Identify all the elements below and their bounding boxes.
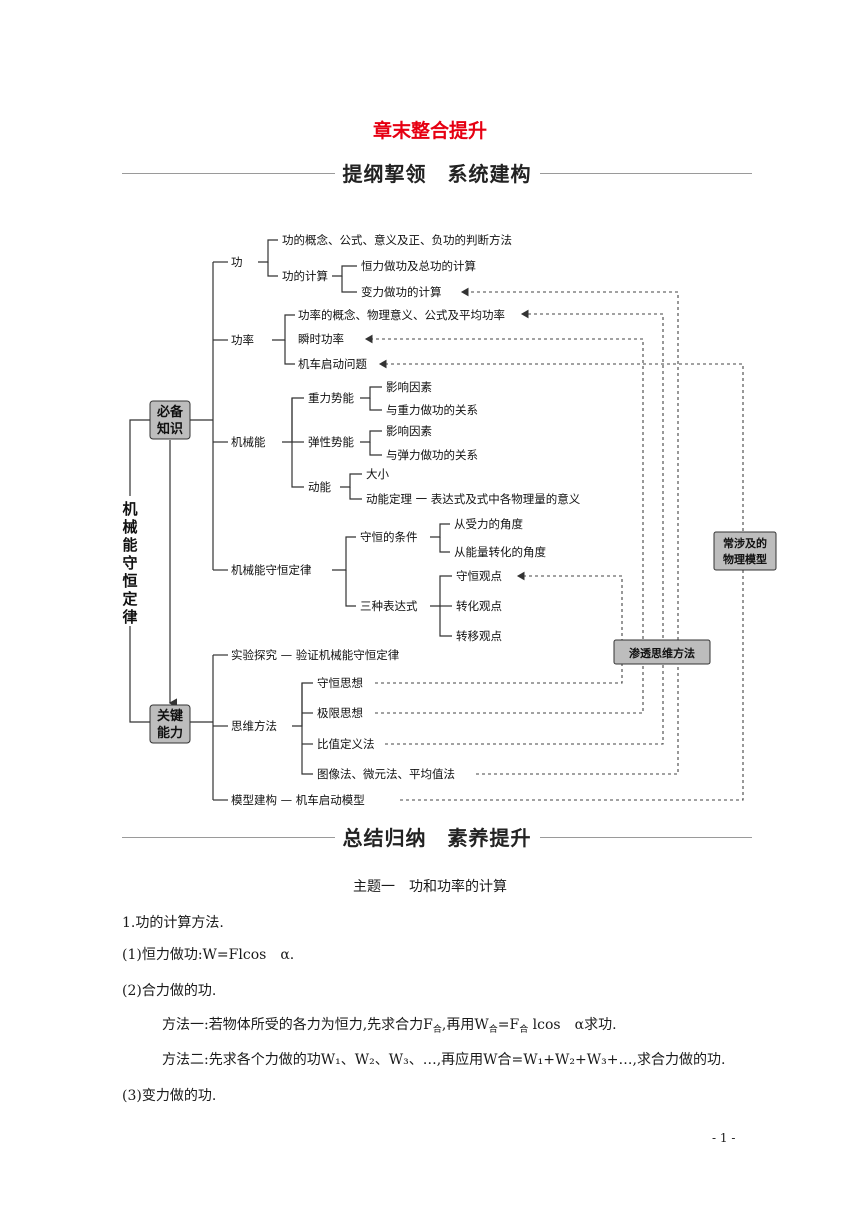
node-power-concept: 功率的概念、物理意义、公式及平均功率 xyxy=(298,308,505,322)
box-ability: 关键 能力 xyxy=(149,704,191,744)
root-label-char: 械 xyxy=(122,518,137,536)
node-experiment: 实验探究 — 验证机械能守恒定律 xyxy=(231,648,400,662)
section-band-1: 提纲挈领 系统建构 xyxy=(122,158,752,188)
node-conservation-cond: 守恒的条件 xyxy=(360,530,418,544)
root-label-char: 机 xyxy=(122,500,137,518)
node-work-calc: 功的计算 xyxy=(282,269,328,283)
node-mech: 机械能 xyxy=(231,435,266,449)
node-think-limit: 极限思想 xyxy=(317,706,363,720)
box-ability-line2: 能力 xyxy=(157,725,183,741)
node-cond-force: 从受力的角度 xyxy=(454,517,523,531)
node-kinetic-theorem: 动能定理 一 表达式及式中各物理量的意义 xyxy=(366,492,581,506)
node-work: 功 xyxy=(231,255,243,269)
root-label-char: 能 xyxy=(122,536,137,554)
node-model: 模型建构 — 机车启动模型 xyxy=(231,793,365,807)
node-power: 功率 xyxy=(231,333,254,347)
paragraph-4-sub-1: 合 xyxy=(432,1025,442,1035)
box-models-line2: 物理模型 xyxy=(723,552,767,566)
paragraph-4: 方法一:若物体所受的各力为恒力,先求合力F合,再用W合=F合 lcos α求功. xyxy=(162,1015,617,1040)
paragraph-4-part-d: lcos α求功. xyxy=(528,1017,617,1033)
paragraph-4-part-a: 方法一:若物体所受的各力为恒力,先求合力F xyxy=(162,1017,433,1033)
section-band-2: 总结归纳 素养提升 xyxy=(122,822,752,852)
node-think-conserve: 守恒思想 xyxy=(317,676,363,690)
node-conservation: 机械能守恒定律 xyxy=(231,563,312,577)
page-title: 章末整合提升 xyxy=(372,120,487,142)
knowledge-map-diagram: 必备 知识 关键 能力 常涉及的 物理模型 渗透思维方法 机械能守恒定律 功 功… xyxy=(116,233,777,807)
paragraph-6: (3)变力做的功. xyxy=(122,1088,217,1104)
box-knowledge: 必备 知识 xyxy=(149,400,191,440)
box-models-line1: 常涉及的 xyxy=(723,536,767,550)
node-work-concept: 功的概念、公式、意义及正、负功的判断方法 xyxy=(282,233,512,247)
root-label: 机械能守恒定律 xyxy=(116,496,144,626)
box-methods-label: 渗透思维方法 xyxy=(629,646,695,660)
node-kinetic: 动能 xyxy=(308,480,331,494)
paragraph-5: 方法二:先求各个力做的功W₁、W₂、W₃、…,再应用W合=W₁+W₂+W₃+…,… xyxy=(162,1052,726,1068)
node-form-conserve: 守恒观点 xyxy=(456,569,502,583)
box-models: 常涉及的 物理模型 xyxy=(713,531,777,571)
paragraph-4-part-c: =F xyxy=(497,1017,520,1033)
paragraph-3: (2)合力做的功. xyxy=(122,983,217,999)
box-methods: 渗透思维方法 xyxy=(613,639,711,665)
node-conservation-forms: 三种表达式 xyxy=(360,599,418,613)
node-elastic-factor: 影响因素 xyxy=(386,424,432,438)
node-power-instant: 瞬时功率 xyxy=(298,332,344,346)
node-think-graph: 图像法、微元法、平均值法 xyxy=(317,767,455,781)
section-band-1-text: 提纲挈领 系统建构 xyxy=(334,162,540,186)
node-form-transfer: 转移观点 xyxy=(456,629,502,643)
paragraph-4-sub-3: 合 xyxy=(519,1025,529,1035)
node-gravity-relation: 与重力做功的关系 xyxy=(386,403,478,417)
node-kinetic-size: 大小 xyxy=(366,467,389,481)
paragraph-4-sub-2: 合 xyxy=(488,1025,498,1035)
root-label-char: 守 xyxy=(122,554,137,572)
node-gravity-factor: 影响因素 xyxy=(386,380,432,394)
node-form-transform: 转化观点 xyxy=(456,599,502,613)
node-gravity-pe: 重力势能 xyxy=(308,391,354,405)
node-work-var-force: 变力做功的计算 xyxy=(361,285,442,299)
paragraph-2: (1)恒力做功:W=Flcos α. xyxy=(122,947,295,963)
node-cond-energy: 从能量转化的角度 xyxy=(454,545,546,559)
node-elastic-relation: 与弹力做功的关系 xyxy=(386,448,478,462)
node-elastic-pe: 弹性势能 xyxy=(308,435,354,449)
paragraph-1: 1.功的计算方法. xyxy=(122,915,224,931)
box-knowledge-line1: 必备 xyxy=(156,404,184,420)
box-knowledge-line2: 知识 xyxy=(157,421,183,437)
topic-heading: 主题一 功和功率的计算 xyxy=(353,879,507,895)
node-think-ratio: 比值定义法 xyxy=(317,737,375,751)
node-thinking: 思维方法 xyxy=(231,719,277,733)
paragraph-4-part-b: ,再用W xyxy=(441,1017,489,1033)
node-power-locomotive: 机车启动问题 xyxy=(298,357,367,371)
section-band-2-text: 总结归纳 素养提升 xyxy=(334,826,540,850)
root-label-char: 定 xyxy=(122,590,137,608)
root-label-char: 恒 xyxy=(122,572,137,590)
root-label-char: 律 xyxy=(121,608,137,626)
node-work-const-force: 恒力做功及总功的计算 xyxy=(361,259,476,273)
box-ability-line1: 关键 xyxy=(157,708,183,724)
page-number: - 1 - xyxy=(712,1131,736,1145)
root-label-text: 机械能守恒定律 xyxy=(121,500,137,626)
